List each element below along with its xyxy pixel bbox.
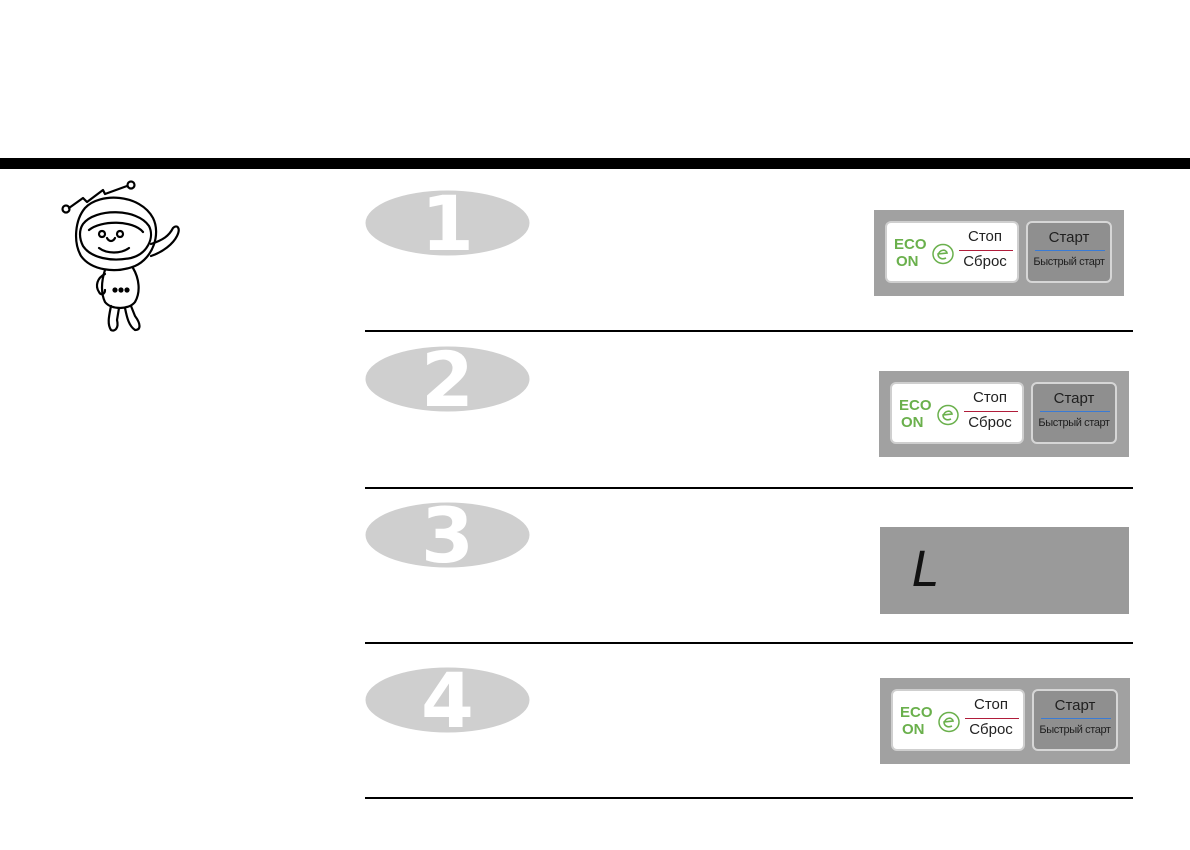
step-divider-3 — [365, 642, 1133, 644]
step-divider-4 — [365, 797, 1133, 799]
top-rule — [0, 158, 1190, 169]
eco-stop-reset-button[interactable]: ECO ON Стоп Сброс — [885, 221, 1019, 283]
mascot-illustration — [61, 180, 180, 332]
control-panel-step-2: ECO ON Стоп Сброс Старт Быстрый старт — [879, 371, 1129, 457]
eco-label: ECO — [899, 397, 932, 414]
eco-leaf-icon — [937, 404, 959, 426]
eco-on-label: ON — [902, 721, 925, 738]
step-4-number: 4 — [421, 667, 474, 733]
step-4-badge: 4 — [365, 667, 530, 733]
display-screen: L — [880, 527, 1129, 614]
quick-start-label: Быстрый старт — [1033, 256, 1105, 268]
eco-leaf-icon — [932, 243, 954, 265]
step-2-badge: 2 — [365, 346, 530, 412]
reset-label: Сброс — [969, 721, 1013, 738]
step-1-badge: 1 — [365, 190, 530, 256]
eco-leaf-icon — [938, 711, 960, 733]
reset-label: Сброс — [963, 253, 1007, 270]
step-2-number: 2 — [421, 346, 474, 412]
eco-on-label: ON — [896, 253, 919, 270]
eco-stop-reset-button[interactable]: ECO ON Стоп Сброс — [890, 382, 1024, 444]
reset-label: Сброс — [968, 414, 1012, 431]
start-label: Старт — [1053, 390, 1095, 407]
control-panel-step-4: ECO ON Стоп Сброс Старт Быстрый старт — [880, 678, 1130, 764]
start-divider — [1041, 718, 1111, 719]
start-label: Старт — [1048, 229, 1090, 246]
quick-start-label: Быстрый старт — [1038, 417, 1110, 429]
eco-stop-reset-button[interactable]: ECO ON Стоп Сброс — [891, 689, 1025, 751]
stop-reset-divider — [965, 718, 1019, 719]
display-text: L — [912, 542, 939, 598]
stop-label: Стоп — [973, 389, 1007, 406]
stop-label: Стоп — [974, 696, 1008, 713]
stop-reset-divider — [964, 411, 1018, 412]
start-button[interactable]: Старт Быстрый старт — [1026, 221, 1112, 283]
eco-label: ECO — [894, 236, 927, 253]
start-divider — [1040, 411, 1110, 412]
step-3-number: 3 — [421, 502, 474, 568]
start-button[interactable]: Старт Быстрый старт — [1032, 689, 1118, 751]
start-divider — [1035, 250, 1105, 251]
step-3-badge: 3 — [365, 502, 530, 568]
step-divider-2 — [365, 487, 1133, 489]
stop-label: Стоп — [968, 228, 1002, 245]
step-1-number: 1 — [421, 190, 474, 256]
step-divider-1 — [365, 330, 1133, 332]
start-label: Старт — [1054, 697, 1096, 714]
quick-start-label: Быстрый старт — [1039, 724, 1111, 736]
start-button[interactable]: Старт Быстрый старт — [1031, 382, 1117, 444]
control-panel-step-1: ECO ON Стоп Сброс Старт Быстрый старт — [874, 210, 1124, 296]
eco-label: ECO — [900, 704, 933, 721]
eco-on-label: ON — [901, 414, 924, 431]
stop-reset-divider — [959, 250, 1013, 251]
